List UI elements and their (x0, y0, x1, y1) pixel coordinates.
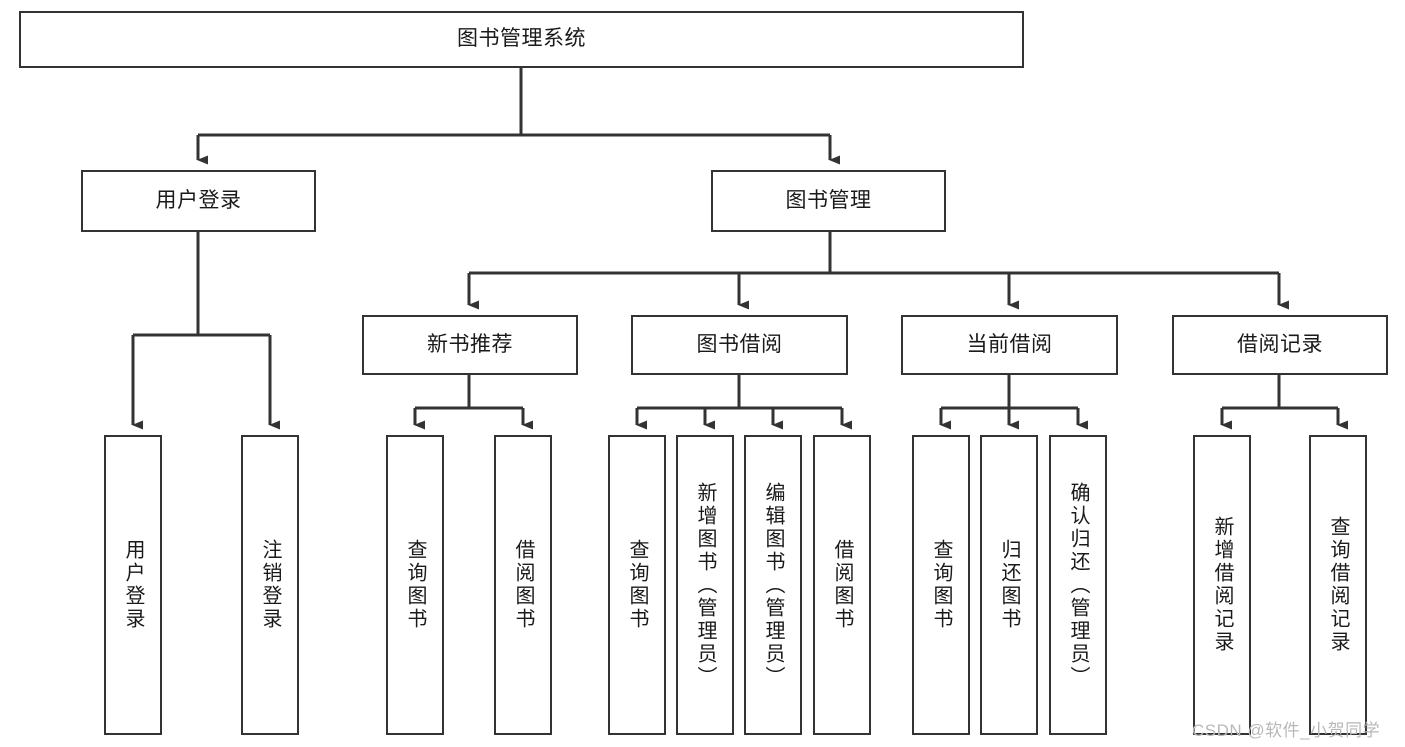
leaf-book-borrow-lend[interactable]: 借阅图书 (813, 435, 871, 735)
node-book-borrow-label: 图书借阅 (696, 332, 783, 356)
node-borrow-record-label: 借阅记录 (1237, 332, 1323, 356)
leaf-new-book-borrow-label: 借阅图书 (512, 539, 534, 631)
node-current-borrow-label: 当前借阅 (966, 332, 1053, 356)
node-current-borrow[interactable]: 当前借阅 (901, 315, 1118, 375)
leaf-current-borrow-confirm-return[interactable]: 确认归还（管理员） (1049, 435, 1107, 735)
node-book-borrow[interactable]: 图书借阅 (631, 315, 848, 375)
leaf-book-borrow-edit-label: 编辑图书（管理员） (762, 481, 784, 689)
leaf-book-borrow-add-label: 新增图书（管理员） (694, 481, 716, 689)
connector-group-borrow-record (1220, 375, 1348, 430)
leaf-current-borrow-return-label: 归还图书 (998, 539, 1020, 631)
leaf-new-book-query[interactable]: 查询图书 (386, 435, 444, 735)
leaf-borrow-record-query-label: 查询借阅记录 (1327, 516, 1349, 654)
connector-group-new-book (413, 375, 533, 430)
leaf-borrow-record-query[interactable]: 查询借阅记录 (1309, 435, 1367, 735)
node-user-login[interactable]: 用户登录 (81, 170, 316, 232)
leaf-book-borrow-query-label: 查询图书 (626, 539, 648, 631)
connector-group-book-borrow (635, 375, 852, 430)
node-user-login-label: 用户登录 (155, 188, 242, 212)
connector-group-book-manage (467, 232, 1289, 310)
leaf-current-borrow-query[interactable]: 查询图书 (912, 435, 970, 735)
leaf-book-borrow-add[interactable]: 新增图书（管理员） (676, 435, 734, 735)
leaf-user-login-signout-label: 注销登录 (259, 539, 281, 631)
leaf-user-login-signout[interactable]: 注销登录 (241, 435, 299, 735)
node-book-management-label: 图书管理 (785, 188, 872, 212)
leaf-current-borrow-confirm-return-label: 确认归还（管理员） (1067, 481, 1089, 689)
connector-group-user-login (131, 232, 280, 430)
leaf-user-login-signin-label: 用户登录 (122, 539, 144, 631)
leaf-borrow-record-add[interactable]: 新增借阅记录 (1193, 435, 1251, 735)
leaf-current-borrow-return[interactable]: 归还图书 (980, 435, 1038, 735)
node-new-book-recommend-label: 新书推荐 (427, 332, 513, 356)
connector-group-root (196, 68, 840, 165)
node-borrow-record[interactable]: 借阅记录 (1172, 315, 1388, 375)
leaf-new-book-query-label: 查询图书 (404, 539, 426, 631)
leaf-current-borrow-query-label: 查询图书 (930, 539, 952, 631)
leaf-book-borrow-edit[interactable]: 编辑图书（管理员） (744, 435, 802, 735)
connector-group-current-borrow (939, 375, 1088, 430)
node-new-book-recommend[interactable]: 新书推荐 (362, 315, 578, 375)
leaf-book-borrow-query[interactable]: 查询图书 (608, 435, 666, 735)
leaf-book-borrow-lend-label: 借阅图书 (831, 539, 853, 631)
leaf-new-book-borrow[interactable]: 借阅图书 (494, 435, 552, 735)
leaf-user-login-signin[interactable]: 用户登录 (104, 435, 162, 735)
node-root-label: 图书管理系统 (457, 27, 586, 51)
node-book-management[interactable]: 图书管理 (711, 170, 946, 232)
node-root-book-management-system[interactable]: 图书管理系统 (19, 11, 1024, 68)
leaf-borrow-record-add-label: 新增借阅记录 (1211, 516, 1233, 654)
